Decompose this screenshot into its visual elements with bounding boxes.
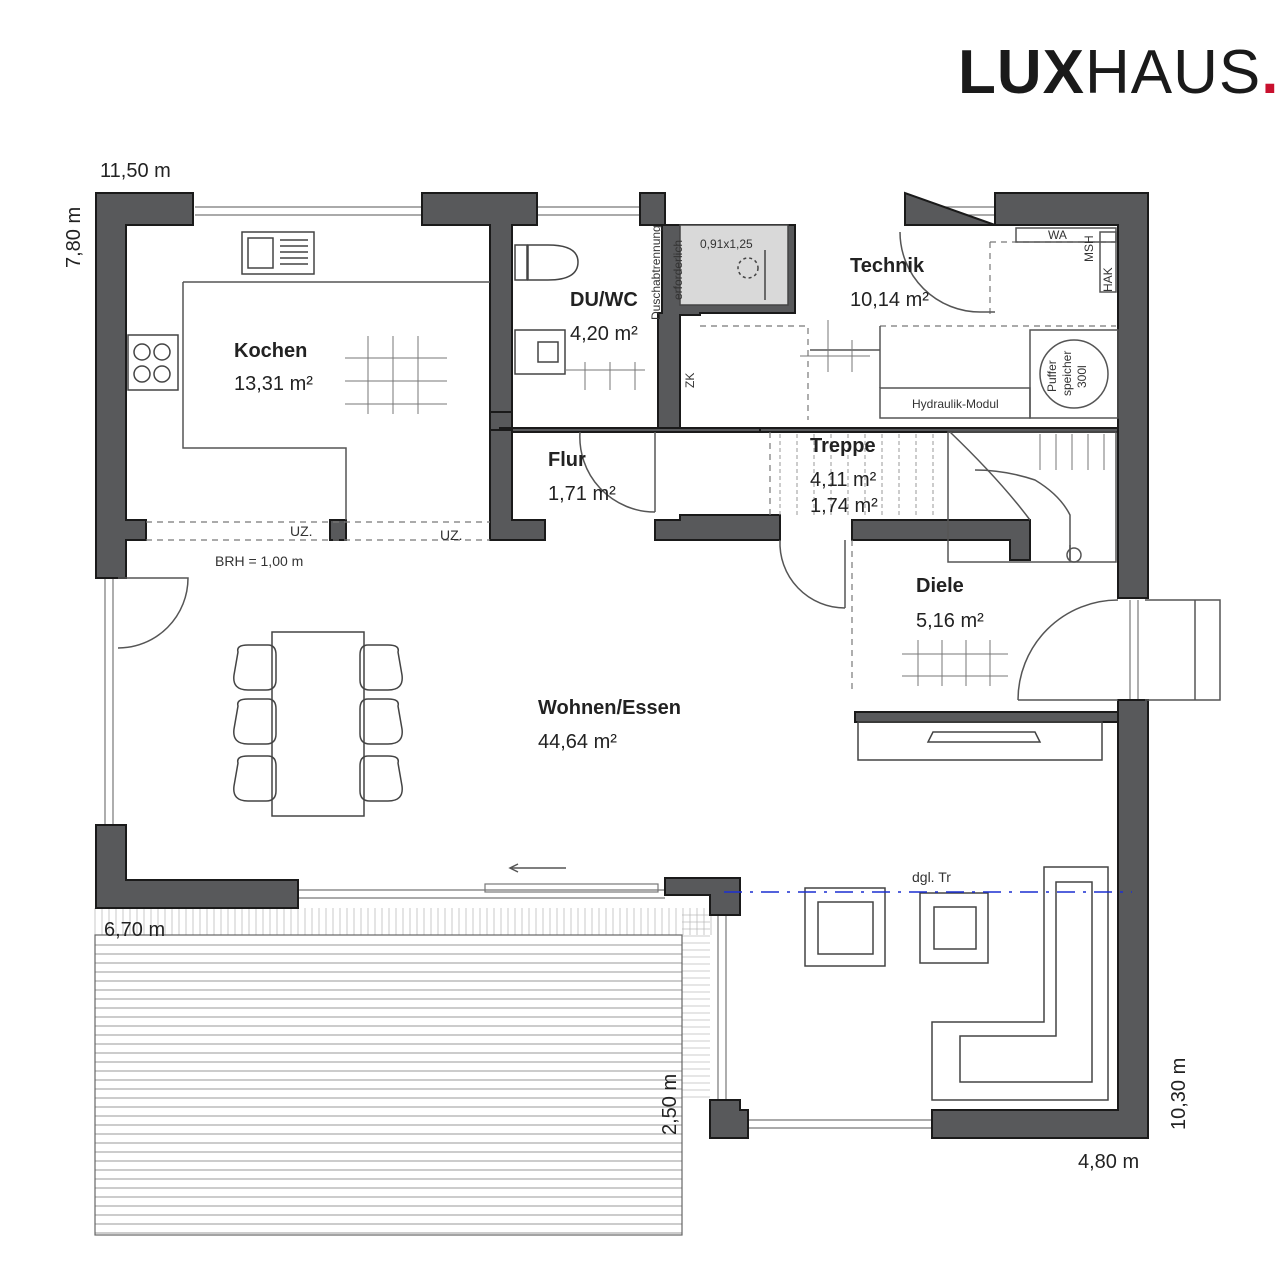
dimension-labels: 11,50 m 7,80 m 6,70 m 2,50 m 10,30 m 4,8…: [63, 160, 1190, 1173]
label-zk: ZK: [683, 373, 697, 388]
doors: [117, 231, 1221, 701]
dim-terrace-width: 6,70 m: [104, 919, 165, 941]
label-hydraulik: Hydraulik-Modul: [912, 397, 999, 411]
room-diele-name: Diele: [916, 575, 964, 597]
label-dgl-tr: dgl. Tr: [912, 869, 951, 885]
terrace: [94, 908, 712, 1234]
label-brh: BRH = 1,00 m: [215, 553, 303, 569]
room-treppe-area-2: 1,74 m²: [810, 495, 878, 517]
shower-note-1: Duschabtrennung: [649, 225, 663, 320]
dining-set: [233, 631, 403, 817]
room-flur-area: 1,71 m²: [548, 483, 616, 505]
room-duwc-name: DU/WC: [570, 289, 638, 311]
dim-right-height: 10,30 m: [1168, 1058, 1190, 1130]
label-puffer-2: speicher: [1060, 351, 1074, 396]
shower-tray: [679, 224, 789, 306]
room-treppe-area: 4,11 m²: [810, 469, 877, 491]
kitchen-fixtures: [127, 231, 490, 520]
logo-haus: HAUS: [1085, 38, 1262, 107]
room-labels: Kochen 13,31 m² DU/WC 4,20 m² Technik 10…: [234, 255, 984, 753]
dim-terrace-depth: 2,50 m: [659, 1074, 681, 1135]
room-treppe-name: Treppe: [810, 435, 876, 457]
label-uz-1: UZ.: [290, 523, 313, 539]
terrace-outline: [94, 934, 683, 1236]
shower-size: 0,91x1,25: [700, 237, 753, 251]
room-technik-name: Technik: [850, 255, 925, 277]
label-puffer-3: 300l: [1075, 365, 1089, 388]
luxhaus-logo: LUXHAUS.: [958, 38, 1280, 108]
logo-dot: .: [1261, 38, 1280, 107]
room-technik-area: 10,14 m²: [850, 289, 929, 311]
label-wa: WA: [1048, 228, 1067, 242]
floor-grid-marks: [345, 320, 1008, 686]
room-duwc-area: 4,20 m²: [570, 323, 638, 345]
room-diele-area: 5,16 m²: [916, 610, 984, 632]
dim-bottom-right-width: 4,80 m: [1078, 1151, 1139, 1173]
stairs: [779, 431, 1117, 563]
dim-top-width: 11,50 m: [100, 160, 171, 182]
label-puffer-1: Puffer: [1045, 360, 1059, 392]
bathroom-fixtures: [514, 224, 789, 375]
annotations: Duschabtrennung erforderlich 0,91x1,25 W…: [215, 225, 1115, 885]
shower-note-2: erforderlich: [671, 240, 685, 300]
technik-equipment: [810, 227, 1119, 419]
windows: [104, 206, 1139, 1129]
dim-left-height: 7,80 m: [63, 207, 85, 268]
room-wohnen-area: 44,64 m²: [538, 731, 617, 753]
room-kochen-area: 13,31 m²: [234, 373, 313, 395]
living-furniture: [508, 721, 1132, 1101]
label-msh: MSH: [1082, 235, 1096, 262]
label-uz-2: UZ.: [440, 527, 463, 543]
room-wohnen-name: Wohnen/Essen: [538, 697, 681, 719]
room-kochen-name: Kochen: [234, 340, 307, 362]
logo-lux: LUX: [958, 38, 1085, 107]
label-hak: HAK: [1101, 267, 1115, 292]
room-flur-name: Flur: [548, 449, 586, 471]
